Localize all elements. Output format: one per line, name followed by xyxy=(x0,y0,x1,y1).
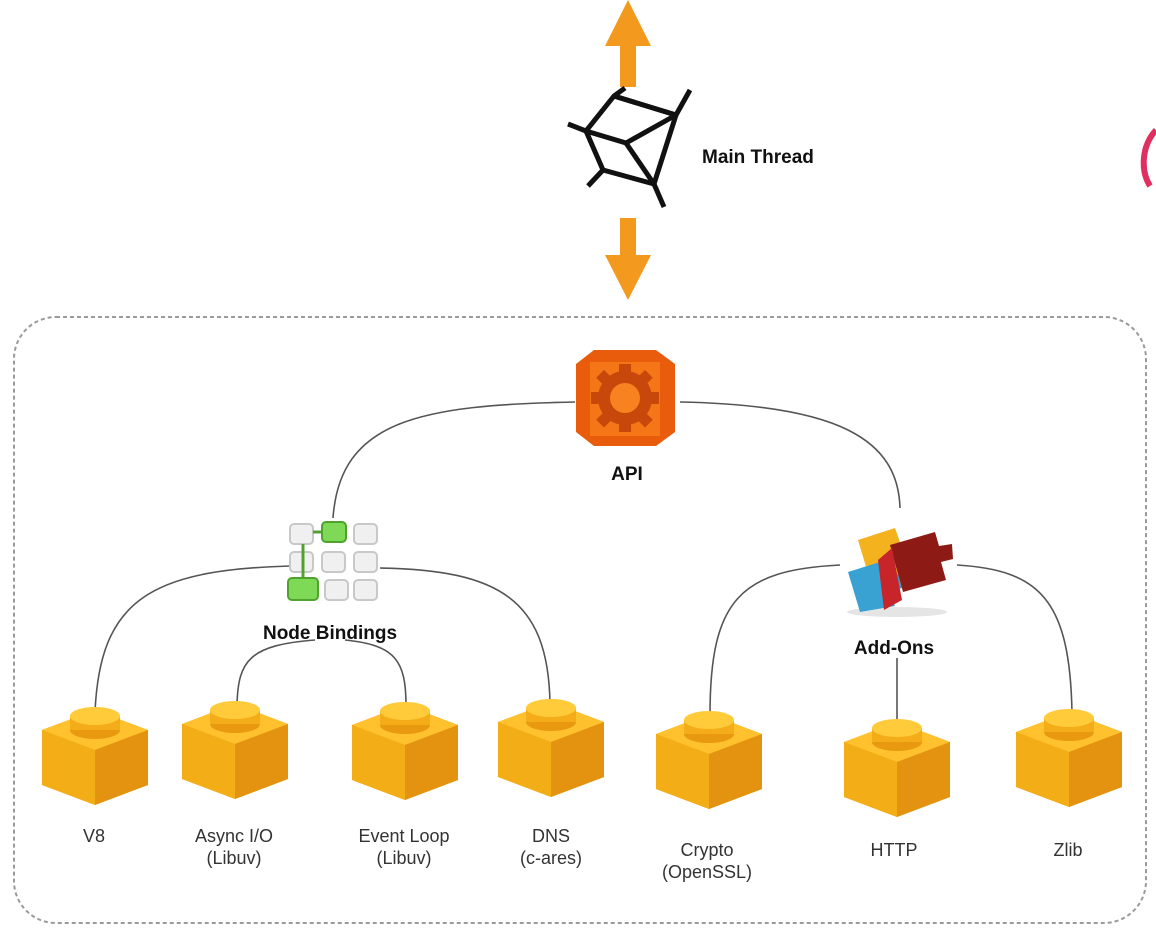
runtime-container xyxy=(13,316,1147,924)
arrow-down-icon xyxy=(605,218,651,300)
component-label-http: HTTP xyxy=(871,840,918,862)
component-name: HTTP xyxy=(870,840,918,860)
component-name: Async I/O xyxy=(194,826,274,846)
add-ons-label: Add-Ons xyxy=(853,638,935,659)
component-label-v8: V8 xyxy=(83,826,105,848)
component-name: V8 xyxy=(82,826,106,846)
main-thread-label: Main Thread xyxy=(702,147,814,168)
component-label-dns: DNS (c-ares) xyxy=(520,826,582,870)
component-name: Zlib xyxy=(1053,840,1083,860)
api-label: API xyxy=(611,464,643,485)
component-label-crypto: Crypto (OpenSSL) xyxy=(662,840,752,884)
connector-lines xyxy=(94,401,1073,723)
brick-icon-zlib xyxy=(1016,709,1122,807)
component-label-event-loop: Event Loop (Libuv) xyxy=(358,826,449,870)
component-sub: (Libuv) xyxy=(206,847,262,868)
brick-icon-http xyxy=(844,719,950,817)
component-sub: (OpenSSL) xyxy=(661,861,753,882)
component-label-zlib: Zlib xyxy=(1053,840,1082,862)
component-label-async-io: Async I/O (Libuv) xyxy=(195,826,273,870)
edge-fragment-icon xyxy=(1140,127,1156,188)
brick-icon-async-io xyxy=(182,701,288,799)
component-sub: (c-ares) xyxy=(520,847,582,868)
brick-icon-v8 xyxy=(42,707,148,805)
cube-icon xyxy=(567,85,693,208)
puzzle-icon xyxy=(847,528,953,617)
brick-icon-crypto xyxy=(656,711,762,809)
brick-icon-dns xyxy=(498,699,604,797)
node-bindings-label: Node Bindings xyxy=(262,623,398,644)
arrow-up-icon xyxy=(605,0,651,87)
gear-icon xyxy=(576,350,675,446)
component-name: DNS xyxy=(531,826,570,846)
brick-icon-event-loop xyxy=(352,702,458,800)
grid-icon xyxy=(287,521,378,601)
component-name: Crypto xyxy=(680,840,734,860)
component-sub: (Libuv) xyxy=(376,847,432,868)
component-name: Event Loop xyxy=(358,826,450,846)
